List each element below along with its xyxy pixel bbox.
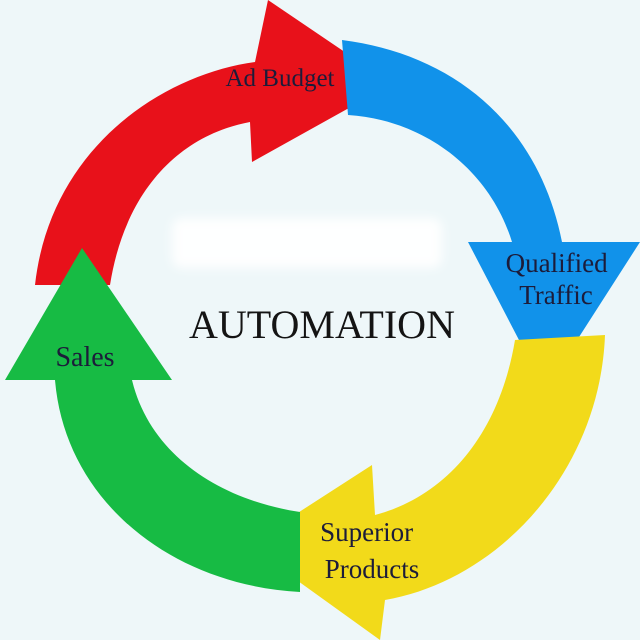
arrow-sales	[5, 248, 300, 592]
arrow-qualified-traffic	[342, 40, 640, 390]
label-qualified-traffic: Qualified Traffic	[506, 248, 615, 310]
blurred-word	[172, 218, 442, 268]
center-title: AUTOMATION	[189, 302, 455, 347]
label-sales: Sales	[55, 342, 114, 373]
arrow-superior-products	[248, 335, 605, 640]
label-ad-budget: Ad Budget	[225, 65, 334, 92]
arrow-ad-budget	[35, 0, 392, 285]
label-superior-products: Superior Products	[320, 517, 420, 584]
